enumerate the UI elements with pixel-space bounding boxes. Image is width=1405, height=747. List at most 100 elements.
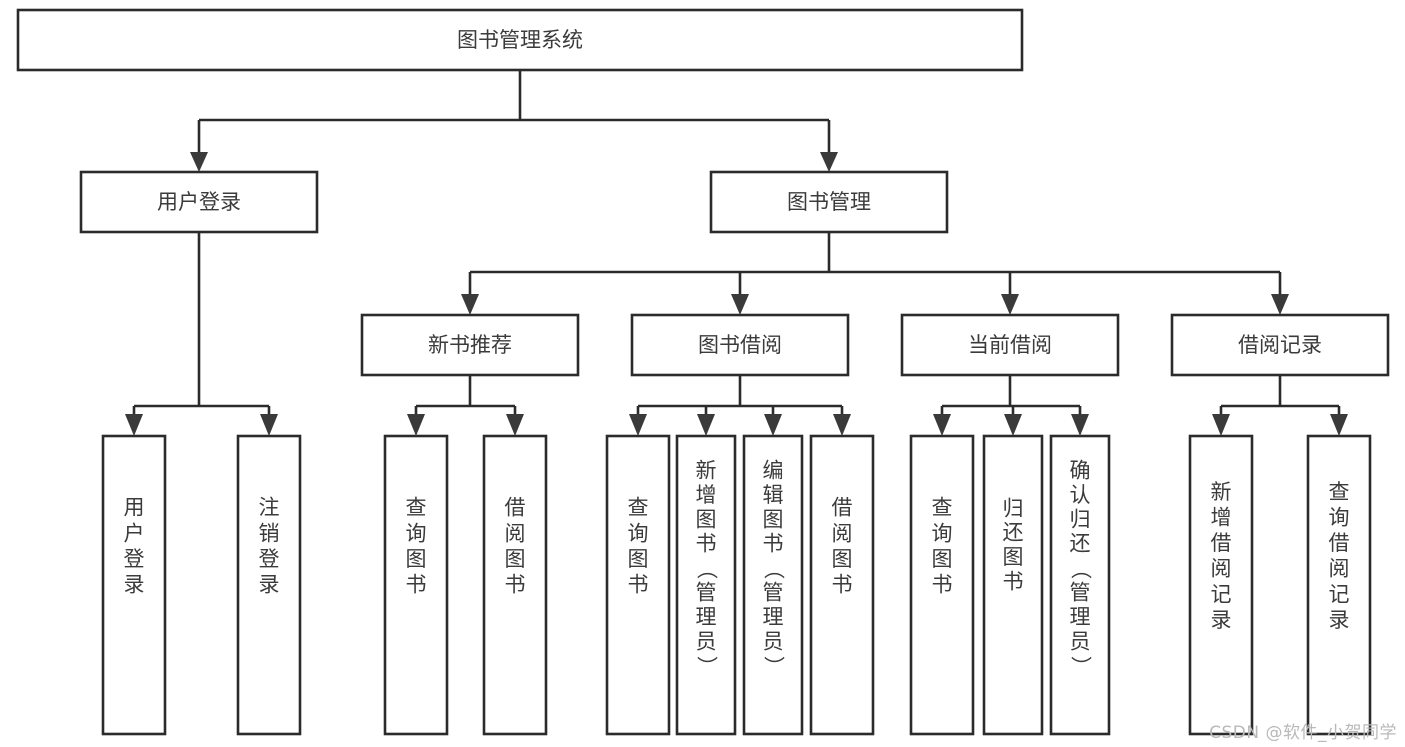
node-leaf-return-book-label-char: 图 xyxy=(1003,545,1024,569)
node-leaf-user-logout-label-char: 登 xyxy=(259,547,280,571)
node-leaf-query-record-label-char: 询 xyxy=(1329,505,1350,529)
arrow-leaf-edit-book xyxy=(764,414,782,436)
connector-group-newbook-to-leaves xyxy=(407,375,524,436)
node-root-system-label: 图书管理系统 xyxy=(457,28,583,52)
node-leaf-user-login-label-char: 录 xyxy=(124,573,145,597)
node-leaf-borrow-book-1-label-char: 阅 xyxy=(505,521,526,545)
arrow-book-manage xyxy=(820,152,838,172)
node-leaf-confirm-return-label-char: 管 xyxy=(1070,581,1091,605)
arrow-leaf-query-book-1 xyxy=(407,414,425,436)
node-leaf-query-book-2-box[interactable] xyxy=(605,434,671,736)
node-leaf-edit-book-label-char: 编 xyxy=(763,459,784,483)
node-leaf-add-record-label-char: 录 xyxy=(1211,608,1232,632)
node-leaf-edit-book-box[interactable] xyxy=(742,434,804,736)
node-leaf-query-book-1-label-char: 查 xyxy=(406,496,427,520)
node-current-borrow[interactable]: 当前借阅 xyxy=(900,313,1120,377)
node-leaf-query-record-box[interactable] xyxy=(1306,434,1372,736)
node-leaf-add-book-label-char: ） xyxy=(695,656,719,677)
node-leaf-borrow-book-2-label-char: 阅 xyxy=(832,521,853,545)
node-new-book-recommend-box[interactable] xyxy=(360,313,580,377)
connector-group-bookborrow-to-leaves xyxy=(629,375,851,436)
node-borrow-record[interactable]: 借阅记录 xyxy=(1170,313,1390,377)
node-leaf-user-login-label-char: 登 xyxy=(124,547,145,571)
node-leaf-query-record-label-char: 录 xyxy=(1329,608,1350,632)
node-book-borrow[interactable]: 图书借阅 xyxy=(630,313,850,377)
node-leaf-user-login-box[interactable] xyxy=(101,434,167,736)
arrow-user-login xyxy=(190,152,208,172)
node-leaf-query-book-3-box[interactable] xyxy=(909,434,975,736)
arrow-leaf-query-book-3 xyxy=(933,414,951,436)
node-leaf-add-book-box[interactable] xyxy=(675,434,737,736)
node-root-system[interactable]: 图书管理系统 xyxy=(16,8,1024,72)
node-leaf-add-book-label-char: 管 xyxy=(696,581,717,605)
node-leaf-user-login[interactable]: 用户登录 xyxy=(101,434,167,736)
node-leaf-edit-book-label-char: 理 xyxy=(763,605,784,629)
node-leaf-query-record-label-char: 查 xyxy=(1329,480,1350,504)
node-leaf-query-book-1-label-char: 询 xyxy=(406,521,427,545)
node-leaf-query-record-label-char: 借 xyxy=(1329,531,1350,555)
node-leaf-confirm-return-label-char: （ xyxy=(1069,558,1093,579)
node-leaf-confirm-return-label-char: ） xyxy=(1069,656,1093,677)
node-leaf-add-book-label-char: 新 xyxy=(696,459,717,483)
node-leaf-query-record-label-char: 记 xyxy=(1329,582,1350,606)
arrow-leaf-borrow-book-1 xyxy=(506,414,524,436)
node-leaf-confirm-return-label-char: 员 xyxy=(1070,629,1091,653)
arrow-leaf-query-book-2 xyxy=(629,414,647,436)
node-leaf-user-logout-label-char: 注 xyxy=(259,496,280,520)
node-leaf-add-book-label-char: 员 xyxy=(696,629,717,653)
node-leaf-return-book-label-char: 还 xyxy=(1003,521,1024,545)
node-leaf-borrow-book-2-label-char: 书 xyxy=(832,573,853,597)
node-leaf-query-book-1-label-char: 图 xyxy=(406,547,427,571)
node-leaf-user-logout-label-char: 录 xyxy=(259,573,280,597)
node-leaf-user-logout-label-char: 销 xyxy=(259,521,280,545)
node-leaf-query-book-1-box[interactable] xyxy=(383,434,449,736)
node-leaf-query-book-2-label-char: 询 xyxy=(628,521,649,545)
node-leaf-borrow-book-2-box[interactable] xyxy=(809,434,875,736)
node-leaf-borrow-book-2-label-char: 图 xyxy=(832,547,853,571)
node-new-book-recommend[interactable]: 新书推荐 xyxy=(360,313,580,377)
node-leaf-query-book-3-label-char: 书 xyxy=(932,573,953,597)
node-user-login-box[interactable] xyxy=(79,170,319,234)
node-borrow-record-box[interactable] xyxy=(1170,313,1390,377)
node-leaf-add-record-label-char: 新 xyxy=(1211,480,1232,504)
node-leaf-add-record-label-char: 阅 xyxy=(1211,557,1232,581)
arrow-new-book-recommend xyxy=(461,294,479,315)
node-book-borrow-box[interactable] xyxy=(630,313,850,377)
node-leaf-query-book-2-label-char: 查 xyxy=(628,496,649,520)
node-leaf-borrow-book-1-box[interactable] xyxy=(482,434,548,736)
connector-group-currentborrow-to-leaves xyxy=(933,375,1089,436)
node-leaf-user-logout-box[interactable] xyxy=(236,434,302,736)
node-leaf-return-book-label-char: 归 xyxy=(1003,496,1024,520)
node-leaf-edit-book-label-char: 图 xyxy=(763,507,784,531)
node-book-manage[interactable]: 图书管理 xyxy=(709,170,949,234)
node-leaf-add-record-box[interactable] xyxy=(1188,434,1254,736)
node-leaf-add-book-label-char: 图 xyxy=(696,507,717,531)
node-leaf-add-record-label-char: 借 xyxy=(1211,531,1232,555)
node-leaf-confirm-return-label-char: 理 xyxy=(1070,605,1091,629)
node-leaf-user-login-label-char: 户 xyxy=(124,521,145,545)
arrow-borrow-record xyxy=(1271,294,1289,315)
node-user-login[interactable]: 用户登录 xyxy=(79,170,319,234)
node-layer: 图书管理系统用户登录图书管理新书推荐图书借阅当前借阅借阅记录用户登录注销登录查询… xyxy=(16,8,1390,736)
node-root-system-box[interactable] xyxy=(16,8,1024,72)
node-current-borrow-box[interactable] xyxy=(900,313,1120,377)
node-leaf-confirm-return-box[interactable] xyxy=(1049,434,1111,736)
node-leaf-confirm-return-label-char: 确 xyxy=(1070,459,1091,483)
node-leaf-edit-book-label-char: 员 xyxy=(763,629,784,653)
node-book-manage-box[interactable] xyxy=(709,170,949,234)
node-leaf-borrow-book-1-label-char: 图 xyxy=(505,547,526,571)
node-leaf-return-book-box[interactable] xyxy=(982,434,1044,736)
